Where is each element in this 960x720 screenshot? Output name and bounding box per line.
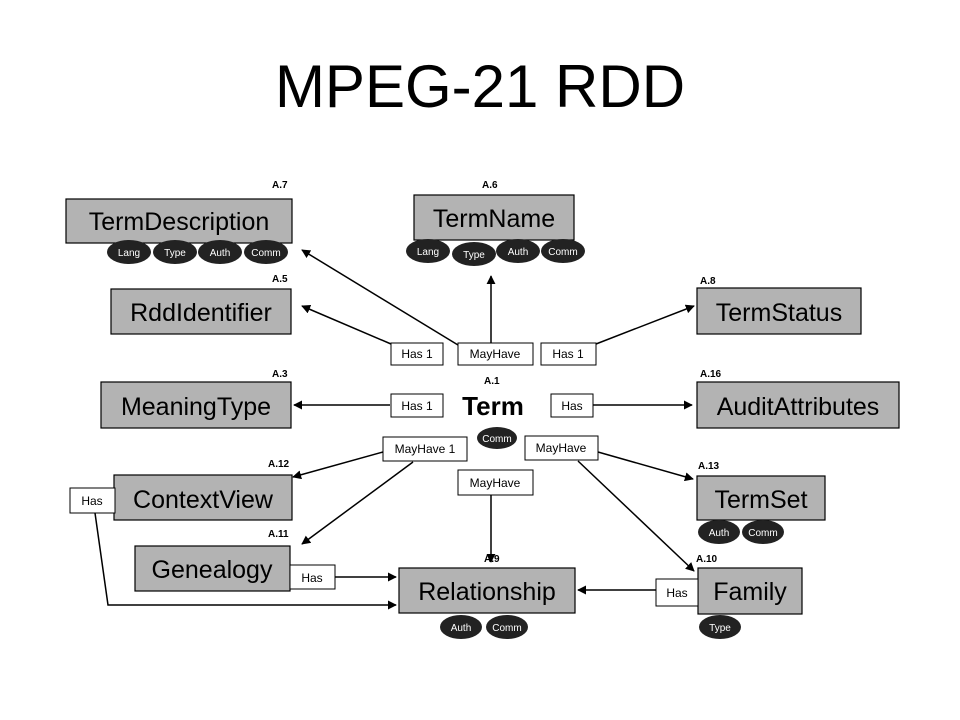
relation-has-genealogy: Has (289, 564, 336, 590)
svg-text:Auth: Auth (210, 248, 231, 259)
connector-term-status (595, 304, 695, 345)
connector-rdd-identifier (301, 305, 392, 345)
svg-text:Type: Type (709, 623, 731, 634)
svg-text:Type: Type (463, 250, 485, 261)
ref-label: A.16 (700, 369, 722, 380)
entity-label: TermName (433, 205, 555, 233)
svg-text:Comm: Comm (748, 528, 777, 539)
ref-label: A.5 (272, 274, 288, 285)
slide-title: MPEG-21 RDD (274, 53, 686, 120)
connector-context-relationship (94, 512, 397, 610)
ref-label: A.8 (700, 276, 716, 287)
svg-text:Has: Has (666, 586, 687, 600)
connector-term-description (301, 249, 459, 346)
badge-auth: Auth (198, 240, 242, 264)
entity-label: AuditAttributes (717, 393, 880, 421)
relation-mayhave-top: MayHave (457, 342, 534, 366)
badge-comm: Comm (742, 520, 784, 544)
badge-comm: Comm (541, 239, 585, 263)
svg-text:Has 1: Has 1 (401, 347, 433, 361)
connector-family (577, 460, 695, 572)
ref-label: A.1 (484, 376, 500, 387)
entity-family: A.10 Family Type (696, 554, 803, 639)
connectors (94, 249, 695, 610)
svg-text:Comm: Comm (251, 248, 280, 259)
ref-label: A.13 (698, 461, 720, 472)
entity-rdd-identifier: A.5 RddIdentifier (110, 274, 292, 335)
entity-term-set: A.13 TermSet Auth Comm (696, 461, 826, 544)
ref-label: A.10 (696, 554, 718, 565)
relation-mayhave-right: MayHave (524, 435, 599, 461)
badge-auth: Auth (698, 520, 740, 544)
entity-genealogy: A.11 Genealogy (134, 529, 291, 592)
entity-relationship: A.9 Relationship Auth Comm (398, 554, 576, 639)
ref-label: A.7 (272, 180, 288, 191)
ref-label: A.11 (268, 529, 289, 540)
relation-labels: Has 1 MayHave Has 1 Has 1 Has MayHave 1 … (69, 342, 699, 607)
badge-comm: Comm (486, 615, 528, 639)
svg-text:MayHave 1: MayHave 1 (395, 442, 456, 456)
entity-label: Relationship (418, 578, 556, 606)
entity-label: MeaningType (121, 393, 271, 421)
entity-audit-attributes: A.16 AuditAttributes (696, 369, 900, 429)
svg-text:Comm: Comm (548, 247, 577, 258)
badge-comm: Comm (244, 240, 288, 264)
svg-text:Auth: Auth (508, 247, 529, 258)
svg-text:Lang: Lang (118, 248, 140, 259)
svg-text:Has: Has (301, 571, 322, 585)
entity-label: Term (462, 391, 524, 421)
badge-comm: Comm (477, 427, 517, 449)
relation-has1-right: Has 1 (540, 342, 597, 366)
svg-text:MayHave: MayHave (470, 476, 521, 490)
entity-meaning-type: A.3 MeaningType (100, 369, 292, 429)
connector-term-set (597, 451, 694, 482)
entity-label: TermStatus (716, 299, 842, 327)
ref-label: A.12 (268, 459, 290, 470)
ref-label: A.6 (482, 180, 498, 191)
svg-text:Lang: Lang (417, 247, 439, 258)
entity-label: Genealogy (152, 556, 273, 584)
relation-mayhave1-left: MayHave 1 (382, 436, 468, 462)
entity-term: A.1 Term Comm (462, 376, 524, 449)
relation-has1-left: Has 1 (390, 342, 444, 366)
entity-term-description: A.7 TermDescription Lang Type Auth Comm (65, 180, 293, 264)
entity-label: RddIdentifier (130, 299, 272, 327)
svg-text:Has 1: Has 1 (552, 347, 584, 361)
connector-context-view (292, 451, 384, 480)
relation-has1-meaning: Has 1 (390, 393, 444, 418)
relation-has-context: Has (69, 487, 116, 514)
ref-label: A.3 (272, 369, 288, 380)
badge-lang: Lang (107, 240, 151, 264)
svg-text:Comm: Comm (482, 434, 511, 445)
badge-lang: Lang (406, 239, 450, 263)
badge-auth: Auth (440, 615, 482, 639)
entity-label: TermSet (714, 486, 807, 514)
svg-text:Comm: Comm (492, 623, 521, 634)
connector-genealogy (301, 461, 414, 545)
badge-auth: Auth (496, 239, 540, 263)
ref-label: A.9 (484, 554, 500, 565)
relation-has-family: Has (655, 578, 699, 607)
entity-label: TermDescription (89, 208, 270, 236)
entity-label: ContextView (133, 486, 274, 514)
svg-text:MayHave: MayHave (470, 347, 521, 361)
badge-type: Type (699, 615, 741, 639)
entity-term-status: A.8 TermStatus (696, 276, 862, 335)
relation-has-audit: Has (550, 393, 594, 418)
entity-term-name: A.6 TermName Lang Type Auth Comm (406, 180, 585, 266)
svg-text:Type: Type (164, 248, 186, 259)
badge-type: Type (153, 240, 197, 264)
svg-text:MayHave: MayHave (536, 441, 587, 455)
relation-mayhave-center: MayHave (457, 469, 534, 496)
badge-type: Type (452, 242, 496, 266)
svg-text:Has: Has (561, 399, 582, 413)
svg-text:Has: Has (81, 494, 102, 508)
svg-text:Auth: Auth (709, 528, 730, 539)
svg-text:Has 1: Has 1 (401, 399, 433, 413)
entity-context-view: A.12 ContextView (113, 459, 293, 521)
svg-text:Auth: Auth (451, 623, 472, 634)
entity-label: Family (713, 578, 787, 606)
